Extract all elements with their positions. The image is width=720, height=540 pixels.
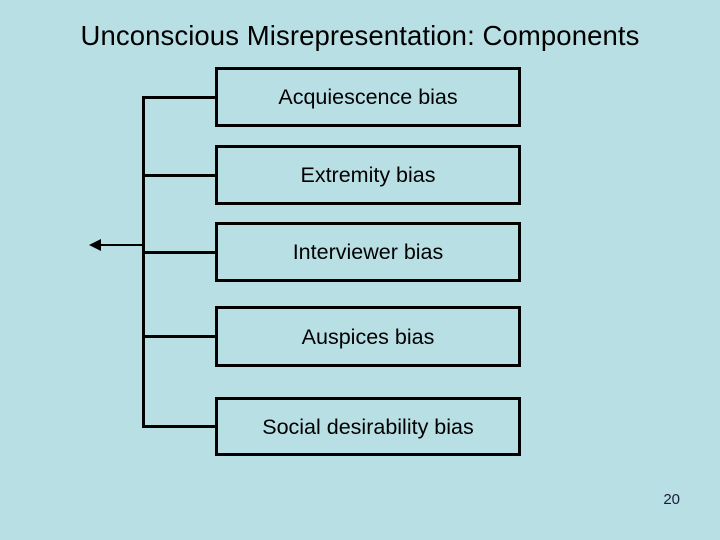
- connector-stub-auspices-bias: [142, 335, 218, 338]
- connector-stub-interviewer-bias: [142, 251, 218, 254]
- page-number: 20: [663, 491, 680, 508]
- diagram-box-label: Social desirability bias: [262, 414, 474, 439]
- diagram-box-interviewer-bias: Interviewer bias: [215, 222, 521, 282]
- connector-spine-line: [142, 96, 145, 428]
- left-arrow-icon: [89, 239, 101, 251]
- connector-stub-acquiescence-bias: [142, 96, 218, 99]
- diagram-box-label: Auspices bias: [301, 324, 435, 349]
- diagram-box-label: Interviewer bias: [292, 240, 444, 264]
- page-title: Unconscious Misrepresentation: Component…: [80, 20, 640, 51]
- connector-stub-extremity-bias: [142, 174, 218, 177]
- diagram-box-extremity-bias: Extremity bias: [215, 145, 521, 205]
- diagram-box-auspices-bias: Auspices bias: [215, 306, 521, 367]
- diagram-box-acquiescence-bias: Acquiescence bias: [215, 67, 521, 127]
- diagram-box-label: Extremity bias: [300, 163, 436, 187]
- arrow-shaft: [95, 244, 145, 246]
- connector-stub-social-desirability-bias: [142, 425, 218, 428]
- diagram-box-label: Acquiescence bias: [278, 85, 458, 109]
- diagram-box-social-desirability-bias: Social desirability bias: [215, 397, 521, 456]
